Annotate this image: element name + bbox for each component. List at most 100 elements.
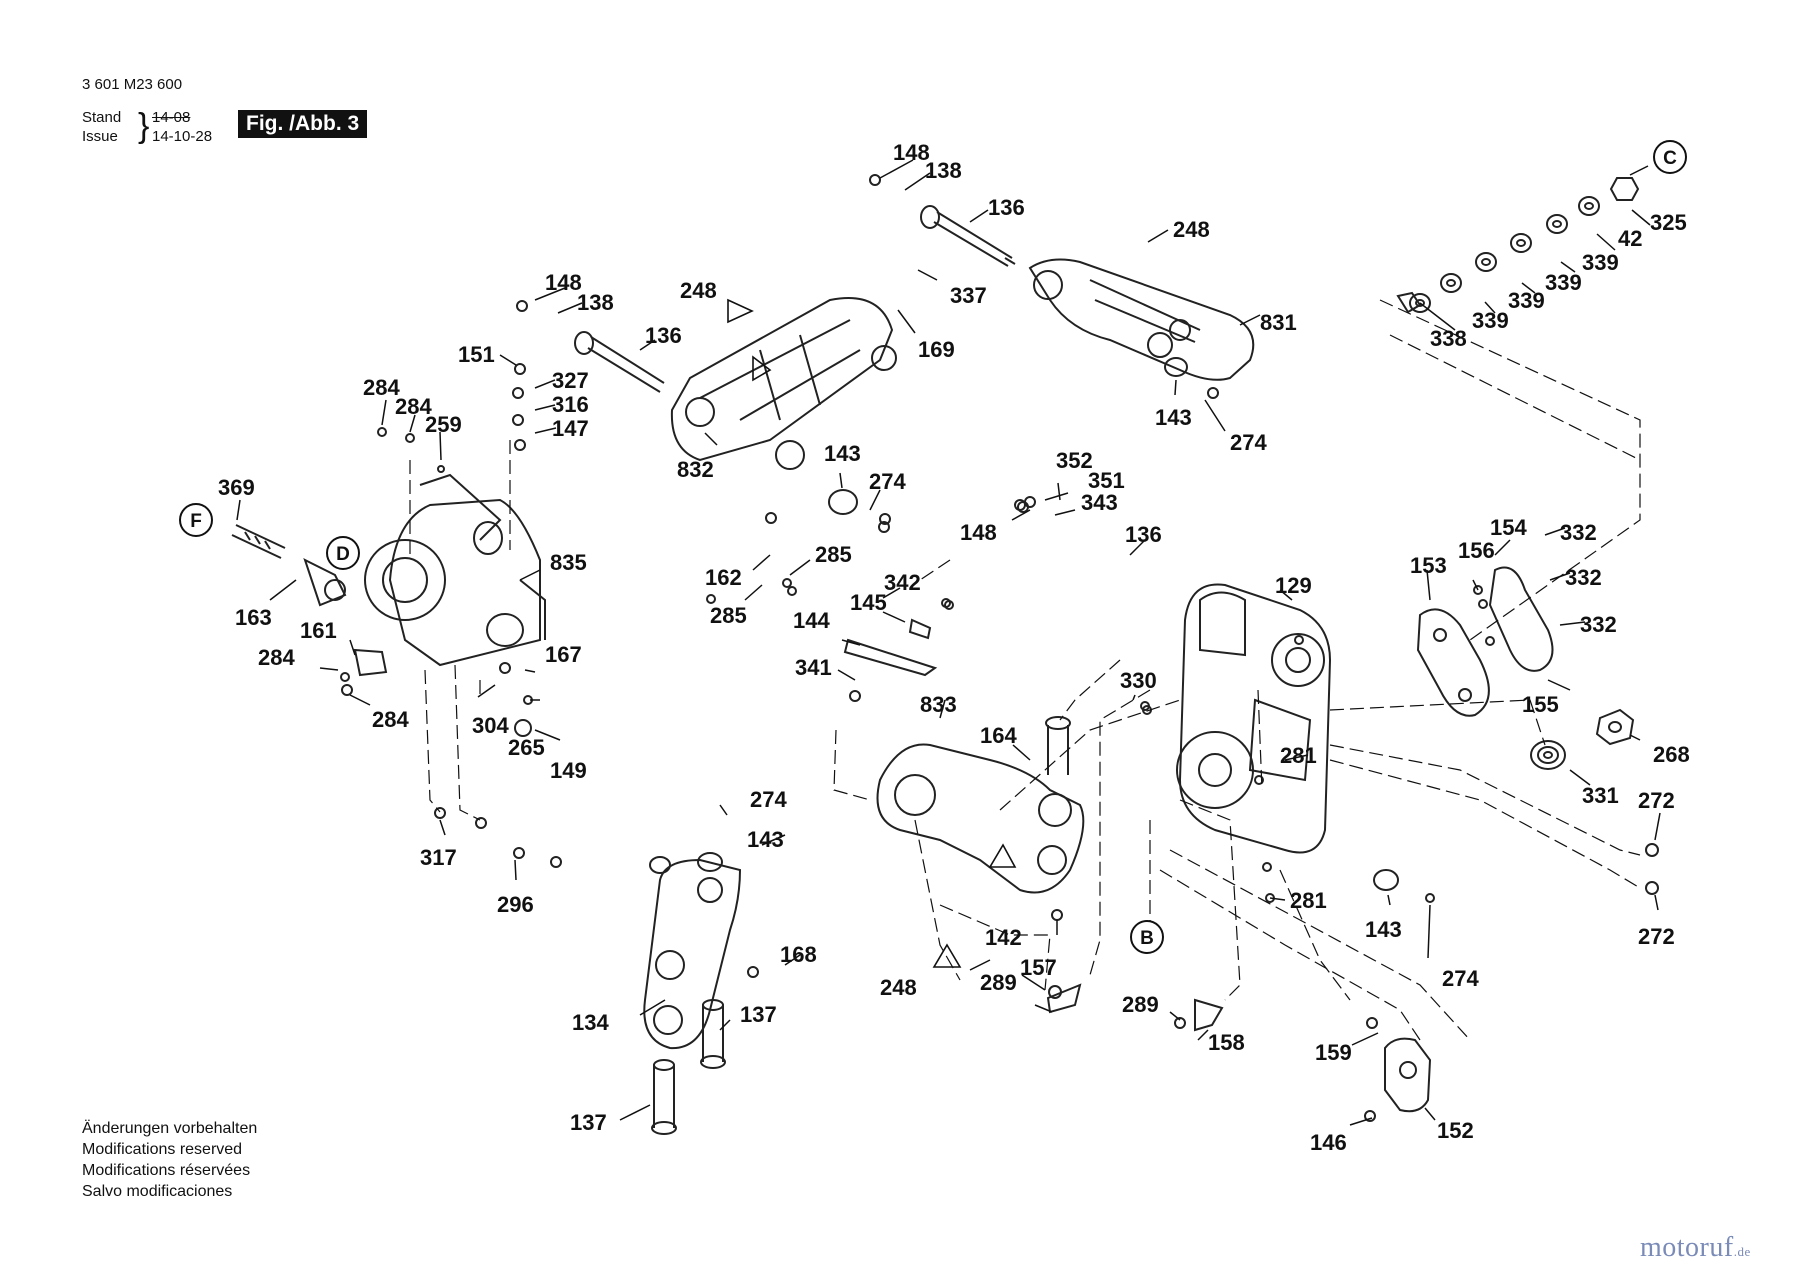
part-label: 339 — [1545, 270, 1582, 295]
part-label: 146 — [1310, 1130, 1347, 1155]
part-label: 284 — [395, 394, 432, 419]
part-label: 342 — [884, 570, 921, 595]
part-label: 142 — [985, 925, 1022, 950]
part-label: 285 — [815, 542, 852, 567]
part-label: 337 — [950, 283, 987, 308]
part-label: 284 — [372, 707, 409, 732]
hook-158 — [1194, 998, 1224, 1032]
part-label: 157 — [1020, 955, 1057, 980]
part-label: 149 — [550, 758, 587, 783]
part-label: 284 — [363, 375, 400, 400]
bolt-163 — [303, 558, 347, 607]
part-label: 158 — [1208, 1030, 1245, 1055]
part-label: 304 — [472, 713, 509, 738]
housing-835 — [364, 473, 546, 667]
part-label: 156 — [1458, 538, 1495, 563]
screw-369 — [231, 524, 286, 559]
plate-153 — [1416, 608, 1490, 717]
brand-watermark: motoruf.de — [1640, 1232, 1751, 1264]
part-label: 272 — [1638, 788, 1675, 813]
revision-block: Stand Issue } 14-08 14-10-28 — [82, 108, 212, 146]
housing-129 — [1176, 583, 1332, 854]
figure-tag: Fig. /Abb. 3 — [238, 110, 368, 138]
notice-de: Änderungen vorbehalten — [82, 1120, 258, 1137]
part-label: 151 — [458, 342, 495, 367]
part-label: 281 — [1280, 743, 1317, 768]
marker-b: B — [1130, 920, 1164, 954]
notice-es: Salvo modificaciones — [82, 1183, 233, 1200]
part-label: 167 — [545, 642, 582, 667]
part-label: 330 — [1120, 668, 1157, 693]
part-labels: 148 138 136 337 169 248 831 143 274 148 … — [218, 140, 1690, 1155]
part-label: 351 — [1088, 468, 1125, 493]
notice-en: Modifications reserved — [82, 1141, 243, 1158]
sleeve-137-b — [651, 1059, 677, 1135]
hook-157 — [1046, 983, 1082, 1014]
part-label: 289 — [1122, 992, 1159, 1017]
washer-stack — [1396, 177, 1640, 314]
fasteners — [340, 174, 1659, 1122]
part-label: 284 — [258, 645, 295, 670]
part-label: 341 — [795, 655, 832, 680]
modifications-notice: Änderungen vorbehalten Modifications res… — [82, 1118, 257, 1202]
part-label: 265 — [508, 735, 545, 760]
block-161 — [353, 648, 388, 677]
part-label: 143 — [747, 827, 784, 852]
stand-date: 14-08 — [152, 109, 191, 126]
part-label: 143 — [1365, 917, 1402, 942]
part-label: 268 — [1653, 742, 1690, 767]
part-label: 155 — [1522, 692, 1559, 717]
part-label: 163 — [235, 605, 272, 630]
part-label: 248 — [1173, 217, 1210, 242]
part-label: 259 — [425, 412, 462, 437]
part-label: 248 — [880, 975, 917, 1000]
plate-154 — [1488, 566, 1554, 672]
part-label: 316 — [552, 392, 589, 417]
part-label: 152 — [1437, 1118, 1474, 1143]
part-label: 129 — [1275, 573, 1312, 598]
part-label: 281 — [1290, 888, 1327, 913]
part-label: 832 — [677, 457, 714, 482]
issue-date: 14-10-28 — [152, 128, 213, 145]
part-label: 835 — [550, 550, 587, 575]
part-label: 274 — [1230, 430, 1267, 455]
bushing-143-a — [1164, 357, 1188, 377]
part-label: 154 — [1490, 515, 1527, 540]
bracket-833 — [876, 743, 1085, 894]
part-label: 285 — [710, 603, 747, 628]
part-label: 136 — [1125, 522, 1162, 547]
part-label: 325 — [1650, 210, 1687, 235]
leader-lines — [236, 159, 1661, 1126]
bracket-152 — [1384, 1037, 1432, 1113]
bushing-143-d — [1373, 869, 1399, 891]
part-label: 317 — [420, 845, 457, 870]
bushing-143-c — [697, 852, 723, 872]
part-label: 162 — [705, 565, 742, 590]
part-label: 161 — [300, 618, 337, 643]
marker-d: D — [326, 536, 360, 570]
svg-text:B: B — [1140, 928, 1154, 949]
part-label: 248 — [680, 278, 717, 303]
part-label: 274 — [1442, 966, 1479, 991]
part-label: 138 — [577, 290, 614, 315]
part-label: 332 — [1565, 565, 1602, 590]
part-label: 144 — [793, 608, 830, 633]
part-label: 143 — [1155, 405, 1192, 430]
part-label: 148 — [545, 270, 582, 295]
pin-136-a — [920, 205, 1016, 267]
view-markers: C F D B — [179, 140, 1687, 954]
svg-text:F: F — [190, 511, 202, 532]
part-label: 153 — [1410, 553, 1447, 578]
part-label: 332 — [1580, 612, 1617, 637]
part-label: 339 — [1472, 308, 1509, 333]
stand-label: Stand — [82, 109, 122, 126]
part-label: 833 — [920, 692, 957, 717]
part-label: 338 — [1430, 326, 1467, 351]
part-label: 272 — [1638, 924, 1675, 949]
part-label: 134 — [572, 1010, 609, 1035]
lever-144 — [843, 638, 938, 677]
part-label: 289 — [980, 970, 1017, 995]
brace-icon: } — [138, 107, 150, 145]
